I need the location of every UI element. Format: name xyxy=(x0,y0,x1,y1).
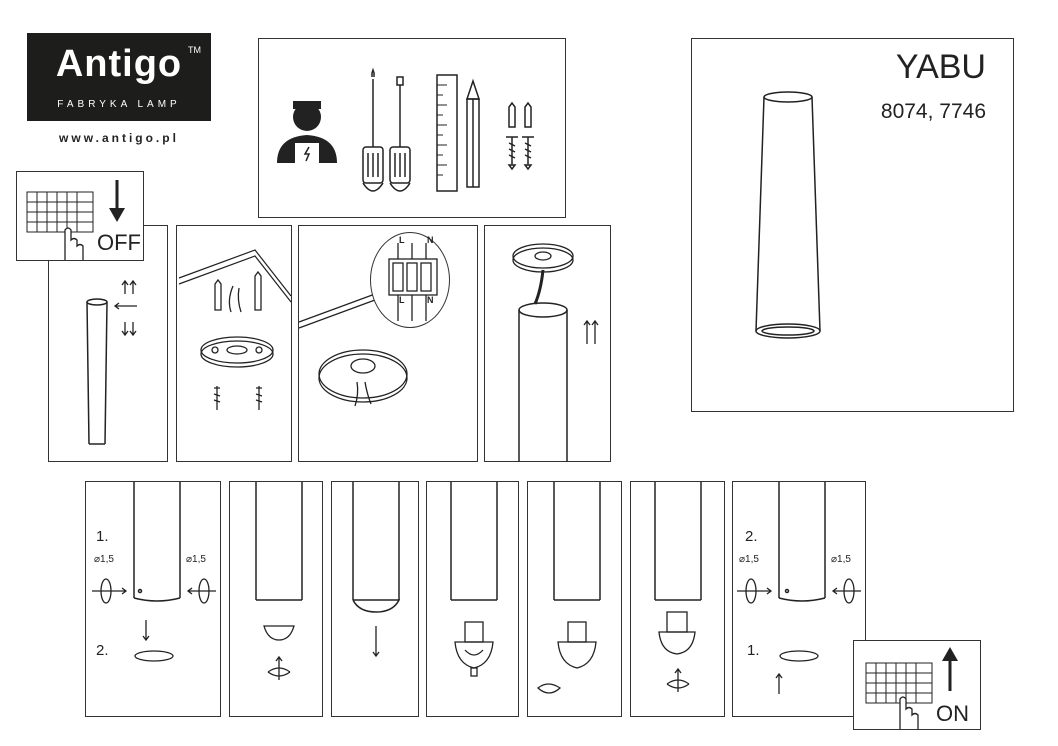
fuse-box-icon xyxy=(26,191,94,233)
terminal-block-detail: L N L N xyxy=(370,232,450,328)
wall-plugs-icon xyxy=(508,101,532,128)
tube-icon xyxy=(352,482,401,613)
bulb-icon xyxy=(454,621,494,677)
step-cover-removed-panel xyxy=(331,481,419,717)
diffuser-icon xyxy=(775,650,819,694)
ceiling-icon xyxy=(178,249,292,303)
ceiling-plate-icon xyxy=(200,336,274,368)
arrow-down-icon xyxy=(109,180,125,222)
brand-trademark: TM xyxy=(188,45,201,55)
step-attach-cover-panel xyxy=(630,481,725,717)
step-attach-tube-panel xyxy=(484,225,611,462)
switch-off-label: OFF xyxy=(97,230,141,255)
tube-icon xyxy=(553,482,601,601)
brand-url: www.antigo.pl xyxy=(59,131,179,145)
electrician-icon xyxy=(277,101,337,163)
switch-on-panel: ON xyxy=(853,640,981,730)
ceiling-plate-icon xyxy=(318,349,408,407)
cover-icon xyxy=(536,683,562,694)
switch-on-label: ON xyxy=(936,701,969,726)
diffuser-icon xyxy=(134,620,174,662)
brand-name: Antigo xyxy=(55,43,183,85)
tube-icon xyxy=(518,269,568,462)
screwdriver-flat-icon xyxy=(389,76,411,192)
step-disassemble-panel xyxy=(48,225,168,462)
step-remove-screws-panel: 1. 2. ⌀1,5 ⌀1,5 xyxy=(85,481,221,717)
step-refit-diffuser-panel: 2. 1. ⌀1,5 ⌀1,5 xyxy=(732,481,866,717)
terminal-live-bottom: L xyxy=(399,295,405,305)
rotate-screw-icon xyxy=(92,578,216,604)
fuse-box-icon xyxy=(865,662,933,704)
ruler-icon xyxy=(436,74,458,192)
screwdriver-phillips-icon xyxy=(362,67,384,192)
brand-logo: Antigo TM FABRYKA LAMP xyxy=(27,33,211,121)
tube-icon xyxy=(654,482,702,601)
rotate-icon xyxy=(267,655,291,680)
hand-icon xyxy=(64,227,84,260)
cover-icon xyxy=(263,625,295,641)
tools-panel xyxy=(258,38,566,218)
tube-icon xyxy=(86,298,108,445)
step-insert-bulb-panel xyxy=(426,481,519,717)
step-two-label: 2. xyxy=(745,528,758,545)
step-one-label: 1. xyxy=(747,642,760,659)
rotate-screw-icon xyxy=(737,578,861,604)
brand-subtitle: FABRYKA LAMP xyxy=(57,99,181,110)
product-codes: 8074, 7746 xyxy=(880,100,986,123)
arrows-up-icon xyxy=(583,319,599,344)
pencil-icon xyxy=(465,78,481,188)
hand-icon xyxy=(899,696,919,729)
tube-icon xyxy=(133,482,181,602)
tube-icon xyxy=(450,482,498,601)
step-bulb-ready-panel xyxy=(527,481,622,717)
switch-off-panel: OFF xyxy=(16,171,144,261)
terminal-neutral-top: N xyxy=(427,235,434,245)
screw-size-right: ⌀1,5 xyxy=(831,554,851,565)
screw-size-right: ⌀1,5 xyxy=(186,554,206,565)
arrows-icon xyxy=(113,279,137,337)
terminal-live-top: L xyxy=(399,235,405,245)
ceiling-icon xyxy=(298,293,376,329)
lamp-illustration-icon xyxy=(755,91,821,339)
terminal-block-icon xyxy=(388,243,438,321)
tube-icon xyxy=(778,482,826,602)
bulb-icon xyxy=(557,621,597,669)
step-remove-cover-panel xyxy=(229,481,323,717)
product-name: YABU xyxy=(895,48,986,86)
arrow-up-icon xyxy=(942,647,958,691)
screw-size-left: ⌀1,5 xyxy=(739,554,759,565)
rotate-icon xyxy=(666,667,690,692)
arrow-down-icon xyxy=(372,626,380,658)
wall-plugs-icon xyxy=(214,270,262,313)
screw-size-left: ⌀1,5 xyxy=(94,554,114,565)
bulb-icon xyxy=(658,611,696,655)
terminal-neutral-bottom: N xyxy=(427,295,434,305)
step-two-label: 2. xyxy=(96,642,109,659)
ceiling-plate-icon xyxy=(512,243,574,273)
tube-icon xyxy=(255,482,303,601)
step-mount-base-panel xyxy=(176,225,292,462)
product-panel xyxy=(691,38,1014,412)
screws-icon xyxy=(506,136,534,171)
step-one-label: 1. xyxy=(96,528,109,545)
screws-icon xyxy=(213,386,263,410)
